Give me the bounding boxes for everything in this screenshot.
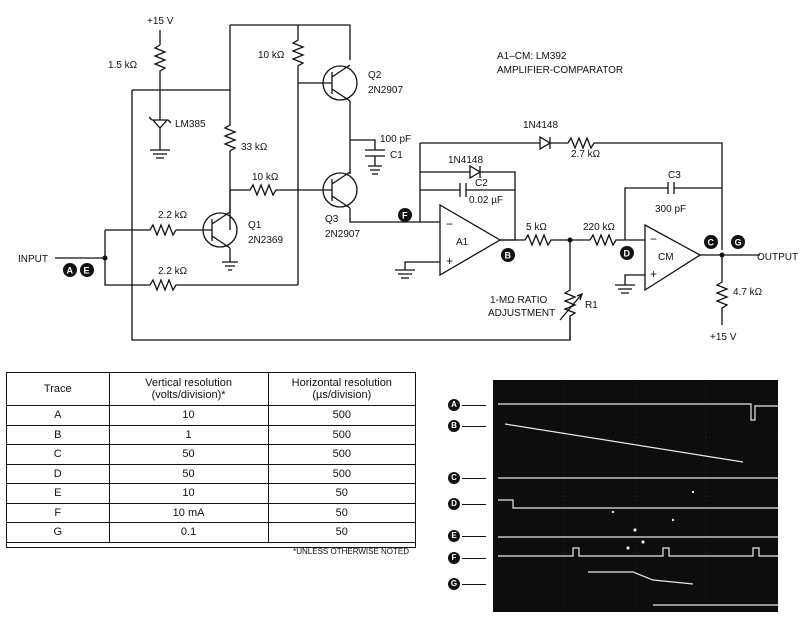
trace-a-arrow <box>462 405 486 406</box>
zener-label: LM385 <box>175 119 206 130</box>
col-vertical: Vertical resolution (volts/division)* <box>109 373 269 406</box>
title-line-1: A1–CM: LM392 <box>497 51 567 62</box>
svg-text:G: G <box>735 238 742 248</box>
svg-text:C: C <box>708 238 715 248</box>
trace-g-bullet: G <box>448 578 460 590</box>
ratio-line-1: 1-MΩ RATIO <box>490 295 548 306</box>
r-5k-label: 5 kΩ <box>526 222 547 233</box>
col-trace: Trace <box>7 373 110 406</box>
trace-e-bullet: E <box>448 530 460 542</box>
r-1k5-label: 1.5 kΩ <box>108 60 138 71</box>
cm-plus: + <box>650 267 657 281</box>
trace-b-arrow <box>462 426 486 427</box>
a1-minus: − <box>446 217 453 231</box>
resolution-table: Trace Vertical resolution (volts/divisio… <box>6 372 416 556</box>
trace-b <box>504 423 744 463</box>
q3-name: Q3 <box>325 214 339 225</box>
q2-name: Q2 <box>368 70 382 81</box>
diode-fb-label: 1N4148 <box>448 155 483 166</box>
node-f: F <box>398 208 412 222</box>
c3-label: C3 <box>668 170 681 181</box>
r-2k7-label: 2.7 kΩ <box>571 149 601 160</box>
q1-part: 2N2369 <box>248 235 283 246</box>
trace-d <box>498 499 778 509</box>
svg-text:B: B <box>505 251 512 261</box>
trace-d-bullet: D <box>448 498 460 510</box>
svg-text:A: A <box>67 266 74 276</box>
cap-300p-label: 300 pF <box>655 204 686 215</box>
cm-minus: − <box>650 232 657 246</box>
r-2k2-top-label: 2.2 kΩ <box>158 210 188 221</box>
svg-text:E: E <box>84 266 90 276</box>
r-4k7-label: 4.7 kΩ <box>733 287 763 298</box>
svg-text:F: F <box>402 211 408 221</box>
supply2-label: +15 V <box>710 332 737 343</box>
circuit-schematic: +15 V 1.5 kΩ 10 kΩ Q2 2N2907 LM385 33 kΩ… <box>18 16 798 343</box>
trace-g-arrow <box>462 584 486 585</box>
trace-c-bullet: C <box>448 472 460 484</box>
trace-f <box>498 547 778 557</box>
supply-label: +15 V <box>147 16 174 27</box>
trace-d-arrow <box>462 504 486 505</box>
r-33k-label: 33 kΩ <box>241 142 268 153</box>
cm-label: CM <box>658 252 674 263</box>
trace-f-arrow <box>462 558 486 559</box>
oscilloscope-traces: A B C D E F G <box>448 380 778 612</box>
trace-f-bullet: F <box>448 552 460 564</box>
r-220k-label: 220 kΩ <box>583 222 615 233</box>
r1-label: R1 <box>585 300 598 311</box>
scope-screen <box>493 380 778 612</box>
r-10k-mid-label: 10 kΩ <box>252 172 279 183</box>
col-horizontal: Horizontal resolution (µs/division) <box>268 373 415 406</box>
input-label: INPUT <box>18 254 48 265</box>
a1-plus: + <box>446 254 453 268</box>
c1-label: C1 <box>390 150 403 161</box>
node-e: E <box>80 263 94 277</box>
node-c: C <box>704 235 718 249</box>
output-label: OUTPUT <box>757 252 798 263</box>
r-2k2-bot-label: 2.2 kΩ <box>158 266 188 277</box>
node-g: G <box>731 235 745 249</box>
cap-100p-label: 100 pF <box>380 134 411 145</box>
node-d: D <box>620 246 634 260</box>
trace-c-arrow <box>462 478 486 479</box>
trace-a <box>498 403 778 421</box>
q3-part: 2N2907 <box>325 229 360 240</box>
ratio-line-2: ADJUSTMENT <box>488 308 555 319</box>
c2-label: C2 <box>475 178 488 189</box>
node-a: A <box>63 263 77 277</box>
a1-label: A1 <box>456 237 469 248</box>
trace-e-arrow <box>462 536 486 537</box>
diode-top-label: 1N4148 <box>523 120 558 131</box>
cap-002-label: 0.02 µF <box>469 195 503 206</box>
title-line-2: AMPLIFIER-COMPARATOR <box>497 65 623 76</box>
trace-a-bullet: A <box>448 399 460 411</box>
q2-part: 2N2907 <box>368 85 403 96</box>
q1-name: Q1 <box>248 220 262 231</box>
node-b: B <box>501 248 515 262</box>
svg-text:D: D <box>624 249 631 259</box>
table-note: *UNLESS OTHERWISE NOTED <box>293 547 409 556</box>
r-10k-q2-label: 10 kΩ <box>258 50 285 61</box>
trace-g <box>588 571 778 606</box>
trace-b-bullet: B <box>448 420 460 432</box>
